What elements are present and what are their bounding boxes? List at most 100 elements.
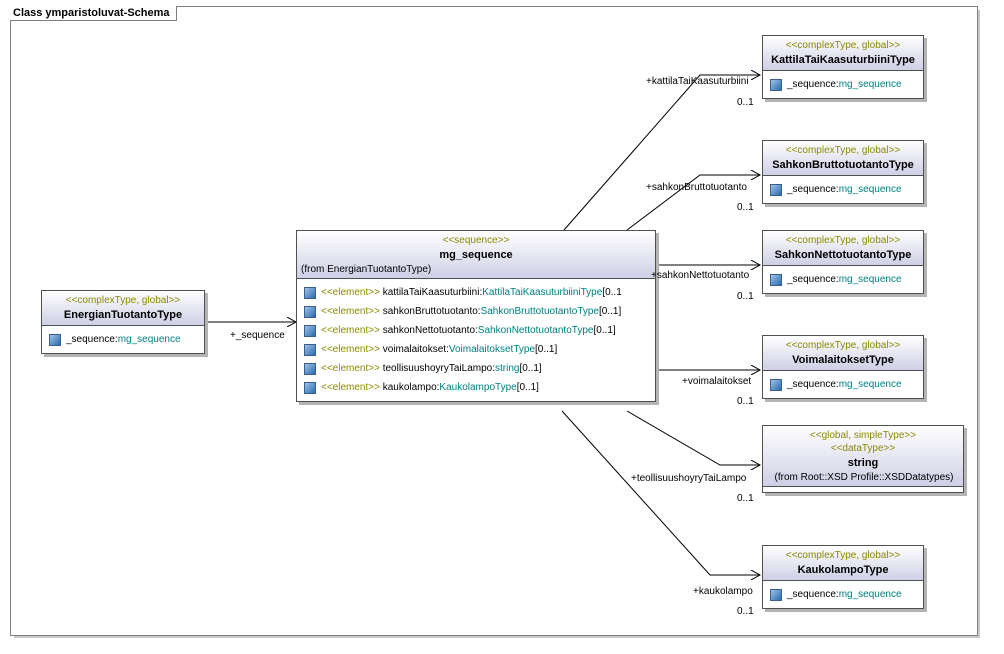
role-label-sequence: +_sequence (230, 330, 285, 341)
class-attributes: _sequence:mg_sequence (763, 581, 923, 608)
attribute-icon (770, 379, 782, 391)
attribute-icon (770, 184, 782, 196)
class-attributes: _sequence:mg_sequence (42, 326, 204, 353)
class-netto-type[interactable]: <<complexType, global>> SahkonNettotuota… (762, 230, 924, 294)
stereotype: <<complexType, global>> (65, 295, 181, 306)
attribute-type: mg_sequence (117, 334, 181, 345)
role-label-voimalaitokset: +voimalaitokset (682, 376, 752, 387)
attribute-icon (770, 79, 782, 91)
role-label-netto: +sahkonNettotuotanto (651, 270, 750, 281)
attribute-row: _sequence:mg_sequence (767, 375, 919, 394)
attribute-row: _sequence:mg_sequence (767, 585, 919, 604)
stereotype: <<complexType, global>> (785, 340, 901, 351)
attribute-name: _sequence: (787, 184, 839, 195)
class-name: SahkonBruttotuotantoType (772, 159, 914, 171)
element-name: voimalaitokset: (382, 344, 449, 355)
stereotype: <<global, simpleType>> (809, 430, 917, 441)
class-header: <<complexType, global>> KaukolampoType (763, 546, 923, 581)
from-package: (from EnergianTuotantoType) (301, 264, 432, 275)
class-attributes: _sequence:mg_sequence (763, 266, 923, 293)
from-package: (from Root::XSD Profile::XSDDatatypes) (774, 472, 954, 483)
attribute-name: _sequence: (787, 379, 839, 390)
class-energian-tuotanto[interactable]: <<complexType, global>> EnergianTuotanto… (41, 290, 205, 354)
element-multiplicity: [0..1] (593, 325, 616, 336)
element-stereotype: <<element>> (321, 306, 380, 317)
attribute-type: mg_sequence (838, 79, 902, 90)
assoc-brutto (626, 175, 760, 231)
element-stereotype: <<element>> (321, 287, 380, 298)
class-name: SahkonNettotuotantoType (774, 249, 912, 261)
element-row: <<element>> teollisuushoyryTaiLampo:stri… (301, 359, 651, 378)
class-kaukolampo-type[interactable]: <<complexType, global>> KaukolampoType _… (762, 545, 924, 609)
class-attributes: _sequence:mg_sequence (763, 71, 923, 98)
frame-title: Class ymparistoluvat-Schema (10, 6, 177, 21)
class-header: <<complexType, global>> EnergianTuotanto… (42, 291, 204, 326)
assoc-kattila (563, 75, 760, 231)
attribute-row: _sequence:mg_sequence (767, 180, 919, 199)
attribute-row: _sequence:mg_sequence (767, 75, 919, 94)
attribute-row: _sequence:mg_sequence (46, 330, 200, 349)
attribute-type: mg_sequence (838, 379, 902, 390)
class-mg-sequence[interactable]: <<sequence>> mg_sequence (from EnergianT… (296, 230, 656, 402)
element-stereotype: <<element>> (321, 344, 380, 355)
role-label-brutto: +sahkonBruttotuotanto (646, 182, 747, 193)
multiplicity-teollisuus: 0..1 (737, 493, 754, 504)
class-name: KaukolampoType (797, 564, 889, 576)
class-voimalaitokset-type[interactable]: <<complexType, global>> VoimalaitoksetTy… (762, 335, 924, 399)
class-attributes: _sequence:mg_sequence (763, 371, 923, 398)
element-name: sahkonBruttotuotanto: (382, 306, 481, 317)
element-row: <<element>> sahkonBruttotuotanto:SahkonB… (301, 302, 651, 321)
element-name: teollisuushoyryTaiLampo: (382, 363, 495, 374)
attribute-name: _sequence: (787, 589, 839, 600)
empty-compartment (763, 487, 963, 492)
element-row: <<element>> voimalaitokset:Voimalaitokse… (301, 340, 651, 359)
stereotype: <<sequence>> (442, 235, 510, 246)
element-stereotype: <<element>> (321, 325, 380, 336)
attribute-row: _sequence:mg_sequence (767, 270, 919, 289)
stereotype: <<complexType, global>> (785, 40, 901, 51)
class-name: mg_sequence (439, 249, 513, 261)
element-multiplicity: [0..1 (602, 287, 622, 298)
class-attributes: _sequence:mg_sequence (763, 176, 923, 203)
attribute-type: mg_sequence (838, 589, 902, 600)
element-type: KaukolampoType (439, 382, 517, 393)
class-brutto-type[interactable]: <<complexType, global>> SahkonBruttotuot… (762, 140, 924, 204)
element-multiplicity: [0..1] (535, 344, 558, 355)
assoc-teollisuus (626, 410, 760, 465)
element-multiplicity: [0..1] (519, 363, 542, 374)
element-name: kaukolampo: (382, 382, 440, 393)
attribute-icon (770, 274, 782, 286)
stereotype: <<complexType, global>> (785, 235, 901, 246)
element-stereotype: <<element>> (321, 382, 380, 393)
element-icon (304, 344, 316, 356)
multiplicity-kattila: 0..1 (737, 97, 754, 108)
attribute-type: mg_sequence (838, 184, 902, 195)
element-stereotype: <<element>> (321, 363, 380, 374)
element-icon (304, 325, 316, 337)
attribute-name: _sequence: (787, 274, 839, 285)
assoc-kaukolampo (561, 410, 760, 575)
role-label-teollisuus: +teollisuushoyryTaiLampo (631, 473, 747, 484)
element-row: <<element>> sahkonNettotuotanto:SahkonNe… (301, 321, 651, 340)
element-multiplicity: [0..1] (516, 382, 539, 393)
element-icon (304, 306, 316, 318)
multiplicity-kaukolampo: 0..1 (737, 606, 754, 617)
class-name: string (847, 457, 879, 469)
multiplicity-voimalaitokset: 0..1 (737, 396, 754, 407)
class-name: EnergianTuotantoType (63, 309, 183, 321)
role-label-kaukolampo: +kaukolampo (693, 586, 753, 597)
element-row: <<element>> kattilaTaiKaasuturbiini:Katt… (301, 283, 651, 302)
class-header: <<complexType, global>> SahkonBruttotuot… (763, 141, 923, 176)
class-name: VoimalaitoksetType (792, 354, 894, 366)
class-elements: <<element>> kattilaTaiKaasuturbiini:Katt… (297, 279, 655, 401)
class-string-type[interactable]: <<global, simpleType>> <<dataType>> stri… (762, 425, 964, 493)
role-label-kattila: +kattilaTaiKaasuturbiini (646, 76, 749, 87)
class-kattila-type[interactable]: <<complexType, global>> KattilaTaiKaasut… (762, 35, 924, 99)
attribute-name: _sequence: (787, 79, 839, 90)
element-type: SahkonBruttotuotantoType (480, 306, 599, 317)
element-multiplicity: [0..1] (599, 306, 622, 317)
multiplicity-brutto: 0..1 (737, 202, 754, 213)
element-icon (304, 363, 316, 375)
element-row: <<element>> kaukolampo:KaukolampoType[0.… (301, 378, 651, 397)
